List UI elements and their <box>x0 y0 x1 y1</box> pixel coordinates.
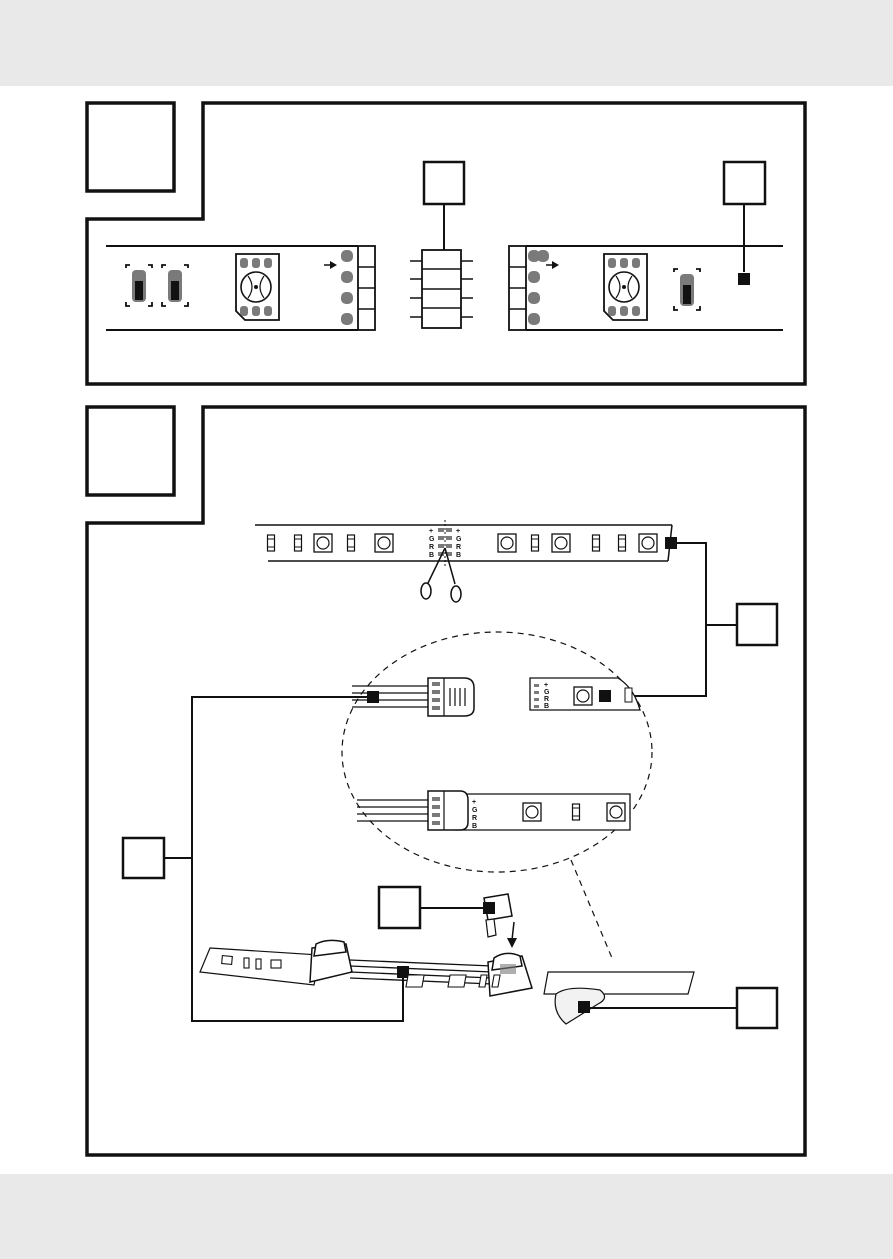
adhesive-strip-end <box>405 971 695 1025</box>
arrow-right-icon <box>324 261 337 269</box>
connector-segment <box>410 249 473 329</box>
callout-box-cut-line <box>422 160 466 206</box>
label-r-lower: R <box>472 815 477 822</box>
figure-2-number-box <box>85 405 176 497</box>
led-strip-right-piece <box>508 245 783 331</box>
label-plus-left: + <box>429 528 433 535</box>
label-g-lower: G <box>472 807 478 814</box>
label-r-right: R <box>456 544 461 551</box>
callout-box-strip <box>722 160 767 206</box>
label-b-right: B <box>456 552 461 559</box>
callout-box-clip <box>377 885 422 930</box>
label-plus-detail: + <box>544 682 548 689</box>
led-strip-top: + G R B + G R B <box>255 520 673 566</box>
label-g-left: G <box>429 536 435 543</box>
arrow-right-icon <box>546 261 559 269</box>
callout-box-connector <box>121 836 166 880</box>
label-r-left: R <box>429 544 434 551</box>
label-g-detail: G <box>544 689 550 696</box>
label-g-right: G <box>456 536 462 543</box>
figure-1-panel <box>85 101 807 386</box>
clip-cap <box>483 893 513 938</box>
resistor-left-2 <box>161 264 189 307</box>
rgb-led-right <box>603 253 648 321</box>
scissors-icon <box>420 547 462 603</box>
connector-clip-lower: + G R B <box>357 790 631 831</box>
label-r-detail: R <box>544 696 549 703</box>
resistor-right <box>673 268 701 311</box>
arrow-down-icon <box>507 921 517 948</box>
connector-clip-upper <box>352 677 475 717</box>
callout-box-adhesive <box>735 986 779 1030</box>
led-strip-left-piece <box>106 245 376 331</box>
callout-marker-strip <box>738 273 750 285</box>
label-plus-right: + <box>456 528 460 535</box>
strip-end-detail: + G R B <box>529 677 641 711</box>
label-plus-lower: + <box>472 799 476 806</box>
rgb-led-left <box>235 253 280 321</box>
figure-1-number-box <box>85 101 176 193</box>
resistor-left-1 <box>125 264 153 307</box>
detail-magnifier <box>341 631 653 873</box>
label-b-detail: B <box>544 703 549 710</box>
label-b-lower: B <box>472 823 477 830</box>
figure-2-panel: + G R B + G R B <box>85 405 807 1157</box>
connector-cable-assembly <box>199 939 533 997</box>
callout-box-strip-end <box>735 602 779 647</box>
label-b-left: B <box>429 552 434 559</box>
